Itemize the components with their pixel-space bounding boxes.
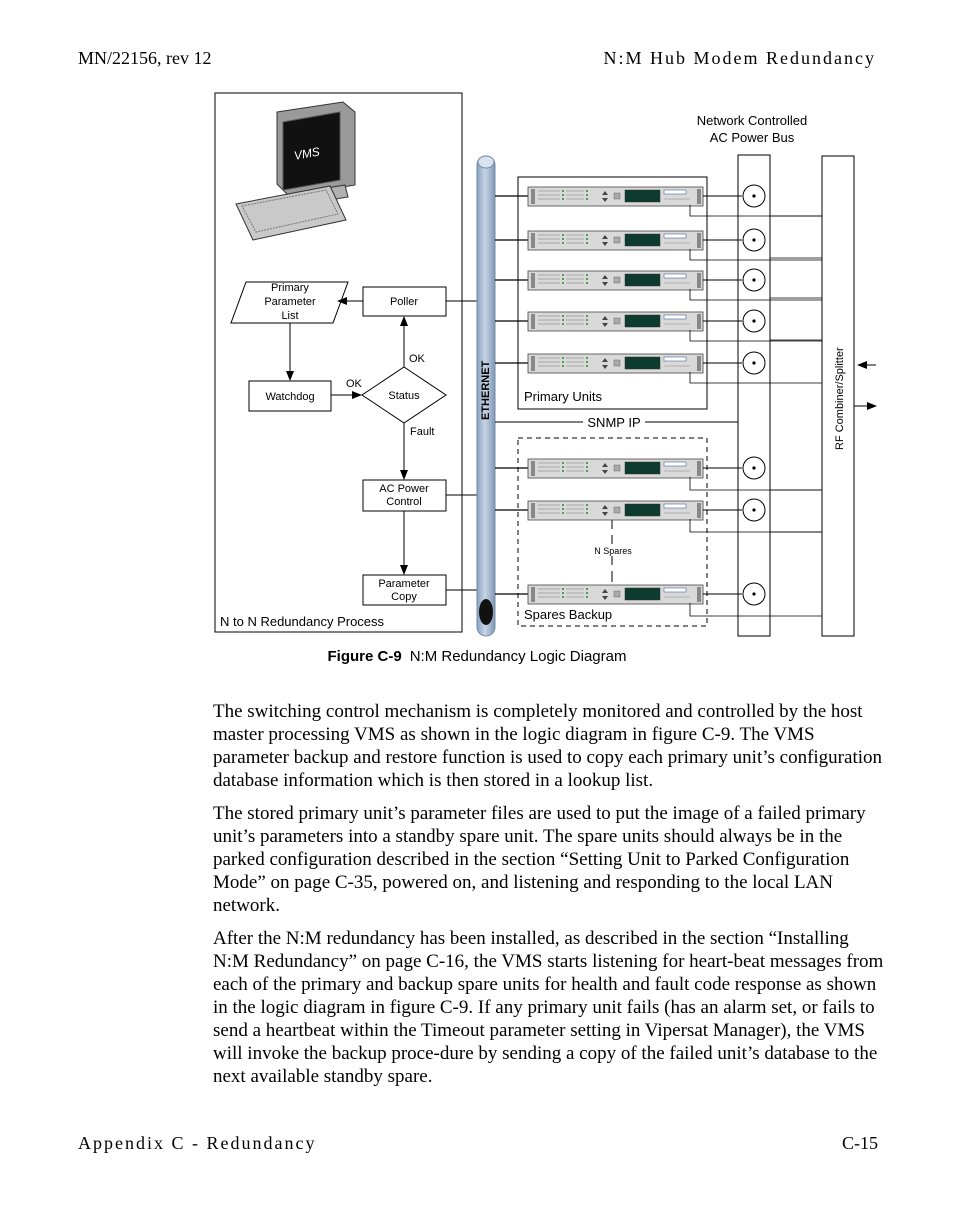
- modem-unit: [527, 230, 704, 251]
- modem-unit: [527, 500, 704, 521]
- ppl-line-1: Primary: [271, 282, 309, 294]
- ac-power-bus: [737, 154, 771, 637]
- spares-backup-label: Spares Backup: [524, 607, 612, 622]
- body-paragraph-2: The stored primary unit’s parameter file…: [213, 803, 866, 916]
- power-bus-title-1: Network Controlled: [697, 113, 808, 128]
- power-socket-pin: [752, 278, 756, 282]
- n-spares-bg: [590, 544, 636, 556]
- flow-arrows: [286, 297, 408, 575]
- modem-unit: [527, 311, 704, 332]
- primary-units-box: [517, 176, 708, 410]
- rf-io-arrows: [854, 361, 877, 410]
- ac-power-control-box: [362, 479, 447, 512]
- modem-units: [495, 184, 822, 617]
- modem-unit: [527, 353, 704, 374]
- power-socket-pin: [752, 466, 756, 470]
- ethernet-bus: [476, 155, 496, 637]
- ppl-line-2: Parameter: [264, 296, 316, 308]
- fault-label: Fault: [410, 426, 434, 438]
- modem-unit: [527, 458, 704, 479]
- modem-unit: [527, 186, 704, 207]
- rf-cable: [689, 289, 822, 301]
- watchdog-label: Watchdog: [265, 391, 314, 403]
- snmp-ip-bg: [583, 414, 645, 430]
- redundancy-logic-diagram: VMS Primary Parameter List Poller Watchd…: [214, 92, 877, 637]
- header-section-title: N:M Hub Modem Redundancy: [603, 48, 876, 68]
- primary-parameter-list-shape: [230, 281, 349, 324]
- rf-cable: [689, 249, 822, 261]
- rf-cable: [689, 330, 822, 342]
- param-copy-line-1: Parameter: [378, 578, 430, 590]
- process-label: N to N Redundancy Process: [220, 614, 385, 629]
- process-ethernet-links: [446, 300, 478, 591]
- body-paragraph-3: After the N:M redundancy has been instal…: [213, 928, 884, 1087]
- rf-combiner-splitter: [821, 155, 855, 637]
- param-copy-line-2: Copy: [391, 591, 417, 603]
- process-box: [214, 92, 463, 633]
- footer-appendix: Appendix C - Redundancy: [78, 1133, 317, 1153]
- ok-watchdog-label: OK: [346, 378, 363, 390]
- rf-cable: [689, 372, 822, 384]
- ok-poller-label: OK: [409, 353, 426, 365]
- header-doc-id: MN/22156, rev 12: [78, 48, 212, 68]
- power-socket-pin: [752, 319, 756, 323]
- snmp-ip-label: SNMP IP: [587, 415, 640, 430]
- figure-title: N:M Redundancy Logic Diagram: [409, 648, 627, 665]
- vms-computer-icon: [235, 101, 356, 241]
- ethernet-label: ETHERNET: [480, 360, 492, 420]
- power-socket-pin: [752, 238, 756, 242]
- watchdog-box: [248, 380, 332, 412]
- poller-label: Poller: [390, 296, 418, 308]
- body-paragraph-1: The switching control mechanism is compl…: [213, 701, 882, 791]
- power-socket-pin: [752, 194, 756, 198]
- power-bus-title-2: AC Power Bus: [710, 130, 795, 145]
- primary-units-label: Primary Units: [524, 389, 603, 404]
- figure-caption: Figure C-9 N:M Redundancy Logic Diagram: [0, 648, 954, 665]
- modem-unit: [527, 270, 704, 291]
- ppl-line-3: List: [281, 310, 298, 322]
- figure-number: Figure C-9: [327, 648, 402, 665]
- power-socket-pin: [752, 592, 756, 596]
- rf-cable: [689, 603, 822, 617]
- ac-power-line-2: Control: [386, 496, 421, 508]
- footer-page-number: C-15: [842, 1133, 878, 1153]
- ac-power-line-1: AC Power: [379, 483, 429, 495]
- modem-unit: [527, 584, 704, 605]
- power-socket-pin: [752, 361, 756, 365]
- rf-combiner-label: RF Combiner/Splitter: [834, 347, 846, 450]
- n-spares-label: N Spares: [594, 546, 632, 556]
- power-socket-pin: [752, 508, 756, 512]
- status-label: Status: [388, 390, 420, 402]
- parameter-copy-box: [362, 574, 447, 606]
- vms-label: VMS: [293, 145, 321, 163]
